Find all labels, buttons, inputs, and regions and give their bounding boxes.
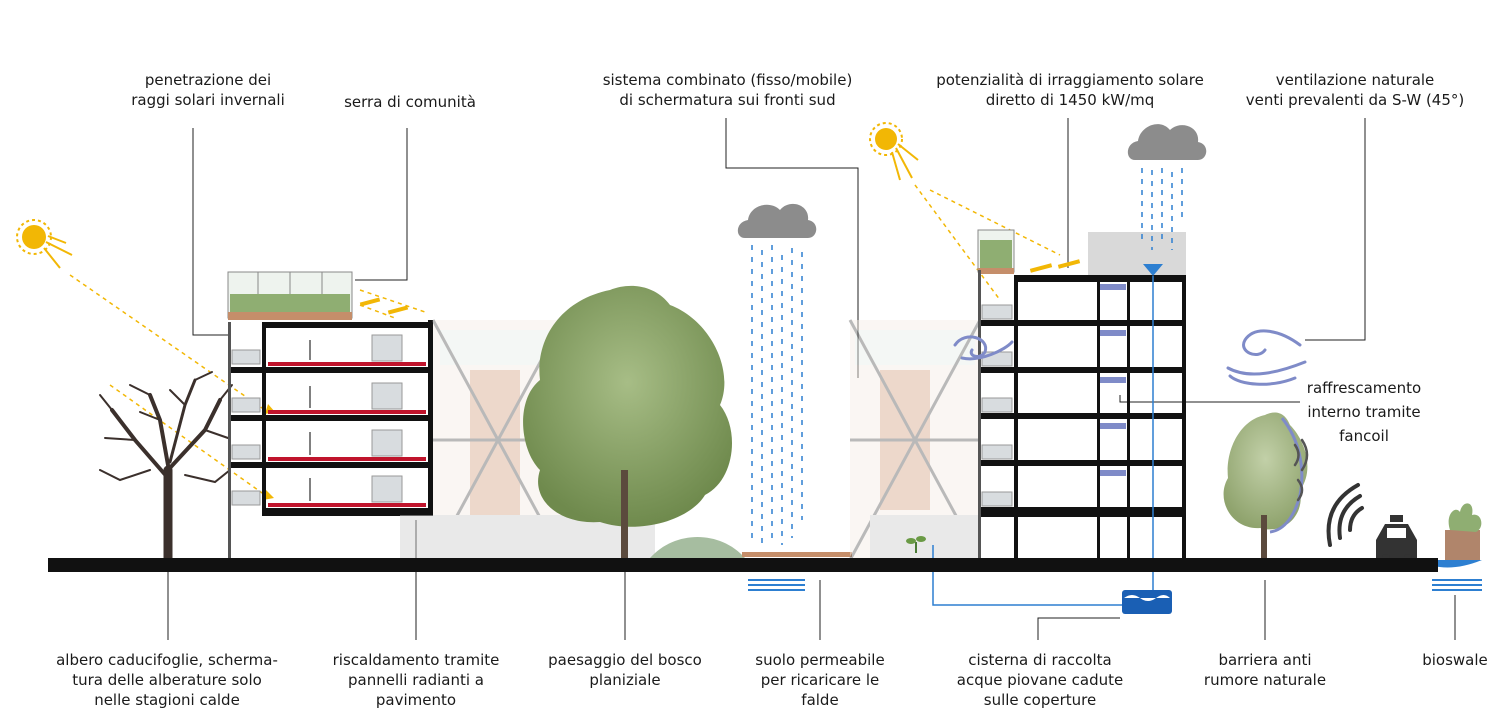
- label-noise-barrier: barriera anti rumore naturale: [1200, 650, 1330, 690]
- left-building: [227, 271, 433, 558]
- label-line: per ricaricare le: [760, 671, 880, 689]
- leader-lines: [167, 118, 1456, 640]
- permeable-soil: [742, 552, 852, 591]
- label-line: rumore naturale: [1203, 671, 1327, 689]
- rain-cistern: [1122, 590, 1172, 614]
- label-radiant-heating: riscaldamento tramite pannelli radianti a…: [320, 650, 512, 710]
- right-building: [977, 229, 1186, 558]
- noise-wave-icon: [1326, 483, 1364, 547]
- label-line: cisterna di raccolta: [968, 651, 1112, 669]
- label-cooling: raffrescamento interno tramite fancoil: [1298, 376, 1430, 448]
- label-line: penetrazione dei: [144, 71, 272, 89]
- label-line: venti prevalenti da S-W (45°): [1245, 91, 1465, 109]
- label-line: diretto di 1450 kW/mq: [985, 91, 1155, 109]
- cloud-icon: [1127, 124, 1207, 160]
- label-solar-winter: penetrazione dei raggi solari invernali: [120, 70, 296, 110]
- sprout-icon: [906, 536, 926, 553]
- label-shading-system: sistema combinato (fisso/mobile) di scher…: [585, 70, 870, 110]
- label-line: paesaggio del bosco: [548, 651, 702, 669]
- sun-rays: [69, 274, 426, 496]
- background-building-right: [848, 319, 982, 561]
- label-line: acque piovane cadute: [956, 671, 1124, 689]
- label-line: sulle coperture: [983, 691, 1097, 709]
- noise-barrier-tree: [1223, 412, 1309, 558]
- label-line: di schermatura sui fronti sud: [619, 91, 836, 109]
- label-line: riscaldamento tramite: [332, 651, 500, 669]
- wind-icon: [953, 329, 1307, 386]
- sun-icon: [869, 122, 919, 181]
- label-natural-ventilation: ventilazione naturale venti prevalenti da…: [1235, 70, 1475, 110]
- label-line: tura delle alberature solo: [72, 671, 262, 689]
- label-solar-potential: potenzialità di irraggiamento solare dire…: [915, 70, 1225, 110]
- label-line: barriera anti: [1218, 651, 1312, 669]
- label-line: raggi solari invernali: [131, 91, 285, 109]
- label-line: falde: [801, 691, 839, 709]
- label-line: fancoil: [1339, 427, 1389, 445]
- ground-line: [48, 558, 1438, 572]
- forest-tree: [523, 285, 745, 558]
- label-line: planiziale: [589, 671, 661, 689]
- label-line: raffrescamento: [1306, 379, 1422, 397]
- deciduous-tree: [99, 371, 233, 563]
- label-community-greenhouse: serra di comunità: [330, 92, 490, 112]
- label-line: bioswale: [1422, 651, 1488, 669]
- label-line: albero caducifoglie, scherma-: [56, 651, 278, 669]
- label-deciduous-tree: albero caducifoglie, scherma-tura delle …: [42, 650, 292, 710]
- label-line: sistema combinato (fisso/mobile): [602, 71, 853, 89]
- cloud-icon: [737, 203, 817, 238]
- label-rain-cistern: cisterna di raccolta acque piovane cadute…: [945, 650, 1135, 710]
- label-line: potenzialità di irraggiamento solare: [936, 71, 1204, 89]
- label-forest-landscape: paesaggio del bosco planiziale: [535, 650, 715, 690]
- label-line: pavimento: [375, 691, 457, 709]
- label-bioswale: bioswale: [1410, 650, 1500, 670]
- label-line: pannelli radianti a: [348, 671, 484, 689]
- rain-drops: [751, 245, 803, 545]
- label-line: interno tramite: [1307, 403, 1421, 421]
- sun-icon: [16, 219, 73, 269]
- label-line: nelle stagioni calde: [94, 691, 240, 709]
- label-line: ventilazione naturale: [1275, 71, 1435, 89]
- label-line: suolo permeabile: [755, 651, 885, 669]
- car-icon: [1376, 515, 1417, 562]
- label-line: serra di comunità: [344, 93, 476, 111]
- label-permeable-soil: suolo permeabile per ricaricare le falde: [745, 650, 895, 710]
- bioswale: [1418, 503, 1482, 591]
